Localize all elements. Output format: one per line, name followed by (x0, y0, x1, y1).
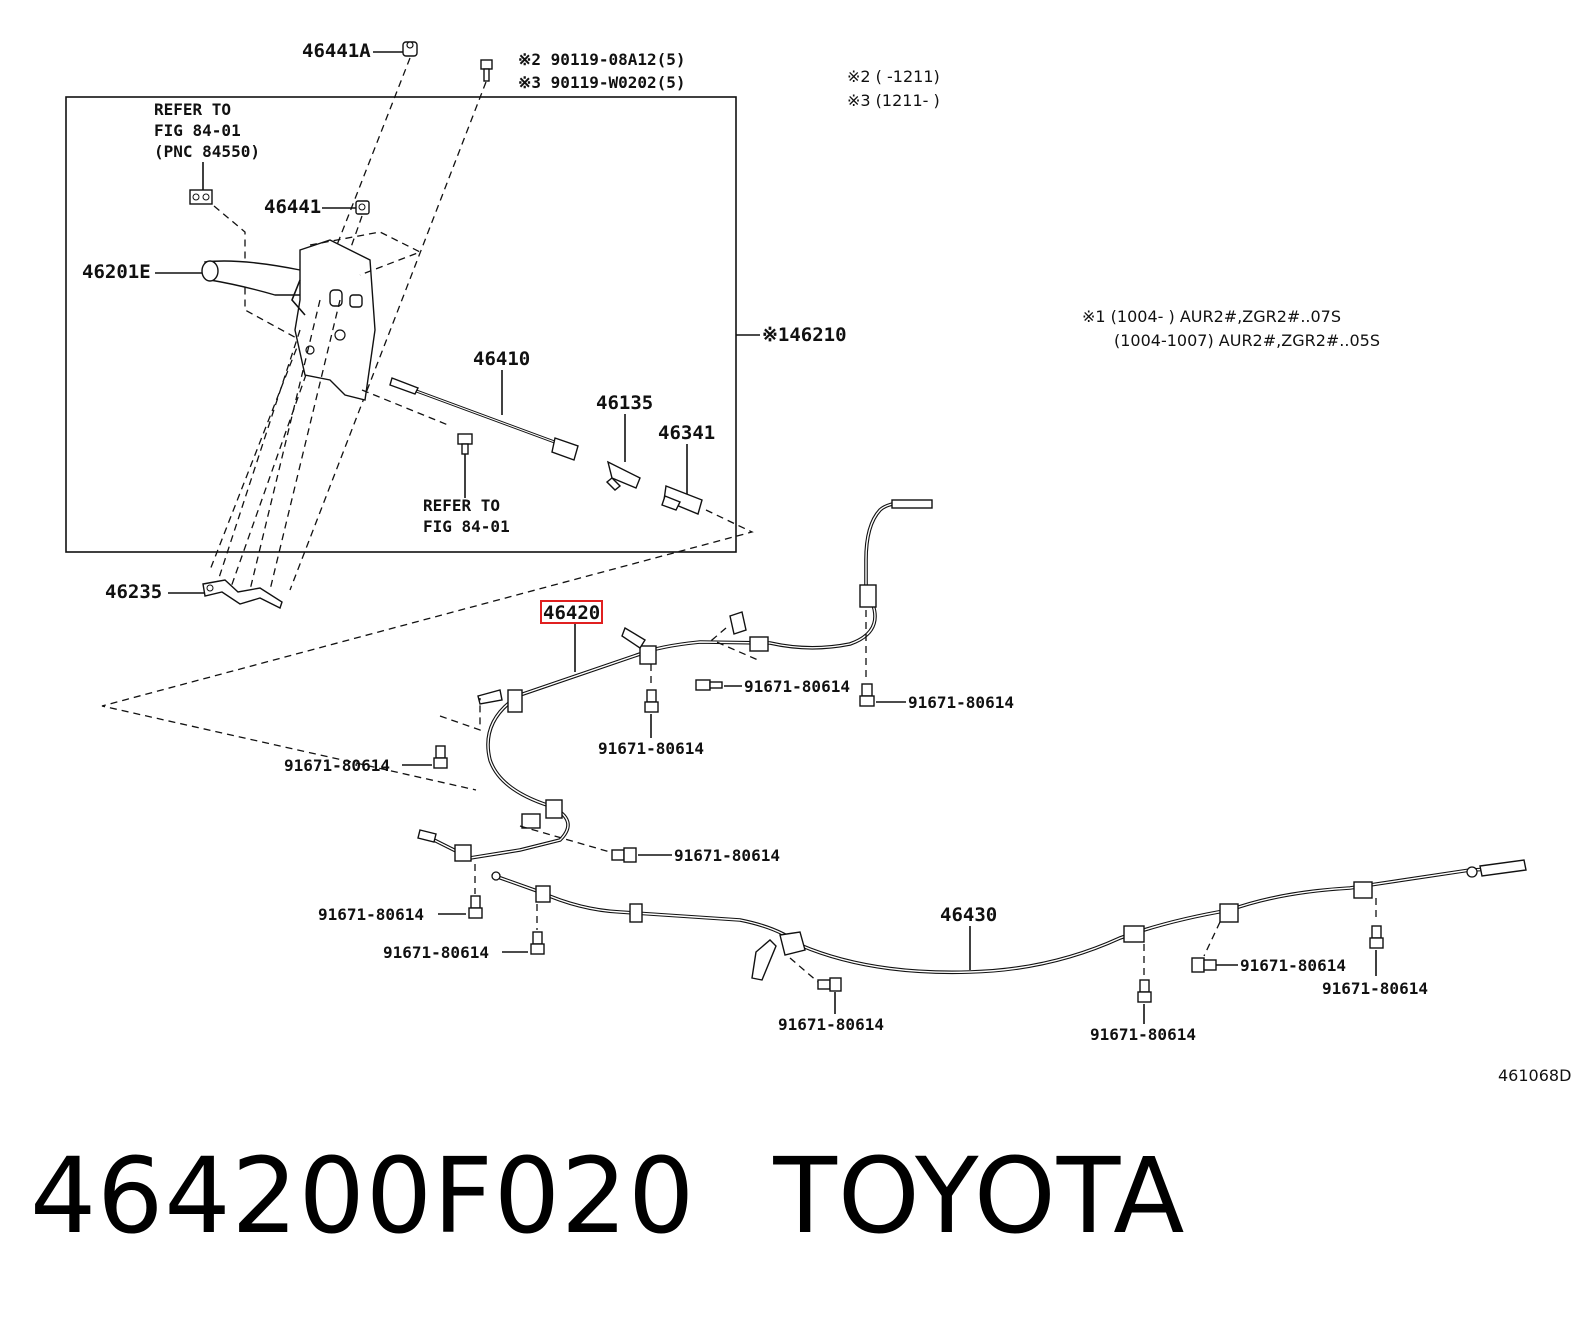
bolt-icon (1191, 957, 1217, 973)
screw-icon (480, 59, 493, 82)
part-number: 464200F020 (30, 1135, 696, 1257)
bolt-icon (817, 977, 842, 992)
label-46430: 46430 (940, 904, 997, 926)
label-46135: 46135 (596, 392, 653, 414)
bolt-label-4: 91671-80614 (284, 756, 390, 775)
bracket-46235-icon (202, 579, 283, 609)
bolt-icon (457, 433, 473, 455)
bolt-label-3: 91671-80614 (598, 739, 704, 758)
label-46201E: 46201E (82, 261, 151, 283)
assembly-frame (65, 96, 737, 553)
bolt-label-9: 91671-80614 (1090, 1025, 1196, 1044)
label-46441: 46441 (264, 196, 321, 218)
bolt-icon (530, 931, 545, 955)
bolt-icon (433, 745, 448, 769)
bolt-icon (1369, 925, 1384, 949)
label-46235: 46235 (105, 581, 162, 603)
bolt-label-6: 91671-80614 (318, 905, 424, 924)
screw-note-2: ※2 90119-08A12(5) (518, 50, 686, 69)
refer-text-1a: REFER TO (154, 100, 231, 119)
bolt-label-7: 91671-80614 (383, 943, 489, 962)
bolt-icon (1137, 979, 1152, 1003)
cable-46410-icon (389, 377, 579, 461)
refer-text-1b: FIG 84-01 (154, 121, 241, 140)
bolt-label-5: 91671-80614 (674, 846, 780, 865)
bolt-label-2: 91671-80614 (908, 693, 1014, 712)
bolt-icon (468, 895, 483, 919)
cable-46430-icon (491, 859, 1527, 981)
bolt-icon (859, 683, 875, 707)
refer-text-2a: REFER TO (423, 496, 500, 515)
note-2: ※2 ( -1211) (847, 67, 940, 86)
highlight-box-46420 (540, 600, 603, 624)
bolt-label-1: 91671-80614 (744, 677, 850, 696)
label-146210: ※146210 (762, 324, 847, 346)
label-46420: 46420 (543, 602, 600, 624)
label-46441A: 46441A (302, 40, 371, 62)
bolt-label-8: 91671-80614 (778, 1015, 884, 1034)
bracket-icon (189, 189, 213, 205)
clip-46441A-icon (402, 41, 418, 57)
bolt-icon (644, 689, 659, 713)
pin-46135-icon (605, 460, 641, 491)
bolt-icon (695, 679, 723, 691)
bolt-label-10: 91671-80614 (1240, 956, 1346, 975)
bolt-icon (611, 847, 637, 863)
label-46410: 46410 (473, 348, 530, 370)
nut-46441-icon (355, 200, 370, 215)
note-1b: (1004-1007) AUR2#,ZGR2#..05S (1114, 331, 1380, 350)
refer-text-1c: (PNC 84550) (154, 142, 260, 161)
refer-text-2b: FIG 84-01 (423, 517, 510, 536)
footer-caption: 464200F020 TOYOTA (30, 1135, 1185, 1257)
equalizer-46341-icon (661, 485, 703, 515)
cable-46420-icon (417, 499, 933, 862)
brand-name: TOYOTA (773, 1135, 1186, 1257)
screw-note-3: ※3 90119-W0202(5) (518, 73, 686, 92)
note-1a: ※1 (1004- ) AUR2#,ZGR2#..07S (1082, 307, 1341, 326)
parking-brake-lever-icon (201, 239, 376, 401)
note-3: ※3 (1211- ) (847, 91, 940, 110)
label-46341: 46341 (658, 422, 715, 444)
diagram-code: 461068D (1498, 1066, 1571, 1085)
bolt-label-11: 91671-80614 (1322, 979, 1428, 998)
